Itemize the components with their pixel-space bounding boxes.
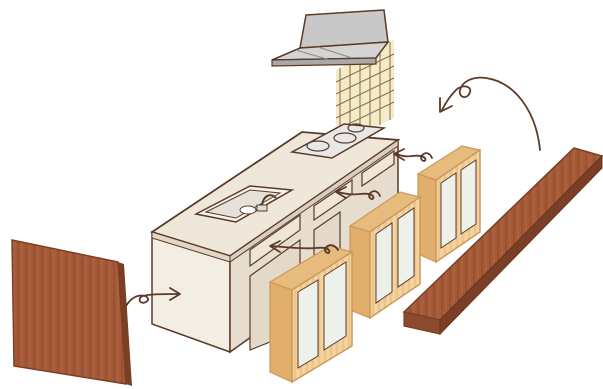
swap-arrow-icon [335,186,381,200]
swap-arrow-icon [125,287,181,307]
upper-cabinet [416,145,482,264]
side-panel [11,239,132,386]
lower-cabinet [268,245,354,384]
countertop-board [402,147,603,336]
range-hood [271,9,390,67]
stovetop-icon [289,123,387,159]
middle-cabinet [348,191,422,320]
tile-backsplash [335,40,395,146]
sink-faucet-icon [193,185,295,223]
range-hood-icon [271,9,390,67]
swap-arrow-icon [393,148,433,162]
swap-arrow-icon [439,76,541,151]
swap-arrow-icon [269,240,339,254]
tile-backsplash-icon [335,42,395,144]
